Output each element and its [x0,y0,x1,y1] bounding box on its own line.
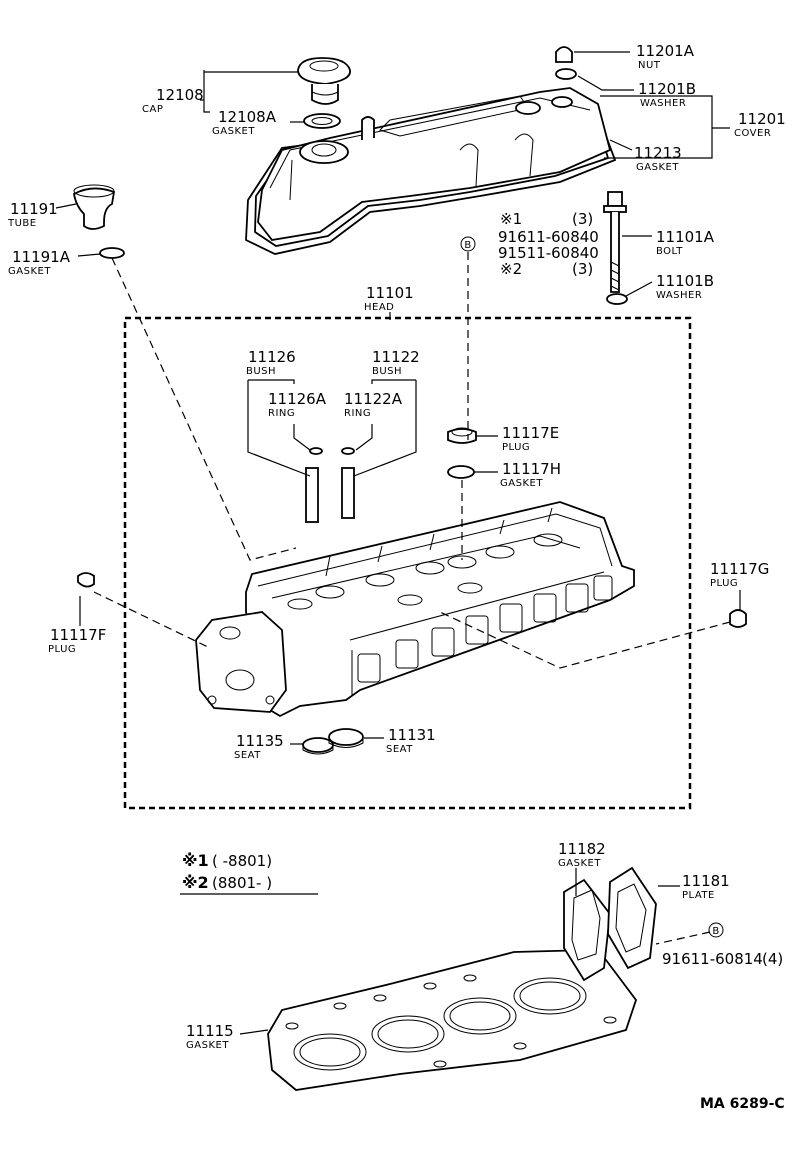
part-name-bolt: BOLT [656,246,683,257]
part-number-12108: 12108 [156,86,204,104]
ref-circle-b-plate: B [708,922,724,938]
stud-qty-1: (3) [572,210,593,228]
cover-washer [555,68,577,80]
stud-part-number-2: 91511-60840 [498,244,599,262]
figure-reference: MA 6289-C [700,1096,785,1112]
part-name-gasket: GASKET [8,266,51,277]
part-name-bush: BUSH [246,366,276,377]
stud-mark-2: ※2 [500,260,522,278]
head-gasket [267,949,638,1091]
bolt-washer [606,293,628,305]
plate-bolt-qty: (4) [762,950,783,968]
part-number-11117h: 11117H [502,460,561,478]
tube-gasket [99,247,125,259]
part-name-plug: PLUG [710,578,738,589]
head-bolt [603,191,627,293]
ref-b-label: B [712,926,719,937]
ref-b-label: B [464,240,471,251]
part-number-11122: 11122 [372,348,420,366]
stud-mark-1: ※1 [500,210,522,228]
cap [297,57,351,105]
part-number-11201b: 11201B [638,80,696,98]
part-name-ring: RING [344,408,371,419]
part-name-bush: BUSH [372,366,402,377]
part-name-seat: SEAT [386,744,413,755]
part-number-11191a: 11191A [12,248,71,266]
part-name-plate: PLATE [682,890,715,901]
plug-11117f [77,572,95,588]
snap-ring-right [341,447,355,455]
part-number-11122a: 11122A [344,390,403,408]
part-name-cap: CAP [142,104,163,115]
cap-gasket [303,113,341,129]
part-number-11101b: 11101B [656,272,714,290]
part-name-nut: NUT [638,60,661,71]
part-number-11101: 11101 [366,284,414,302]
part-name-washer: WASHER [640,98,686,109]
part-number-11126a: 11126A [268,390,327,408]
oil-filler-tube [73,184,116,230]
part-number-11131: 11131 [388,726,436,744]
part-name-plug: PLUG [48,644,76,655]
part-name-plug: PLUG [502,442,530,453]
part-number-11126: 11126 [248,348,296,366]
head-water-outlet [195,611,287,713]
note-mark-2: ※2 [182,873,209,892]
cylinder-head [245,501,635,718]
part-name-head: HEAD [364,302,394,313]
note-text-1: ( -8801) [212,852,272,870]
plug-11117e [447,427,477,444]
plate-gasket [563,878,611,982]
part-number-11117g: 11117G [710,560,769,578]
cover-nut [555,46,573,63]
part-name-gasket: GASKET [636,162,679,173]
part-number-11191: 11191 [10,200,58,218]
plate-bolt-part-number: 91611-60814 [662,950,763,968]
part-name-washer: WASHER [656,290,702,301]
part-number-11181: 11181 [682,872,730,890]
part-name-tube: TUBE [7,218,37,229]
part-number-11213: 11213 [634,144,682,162]
leader-lines [55,51,741,1035]
part-number-11117f: 11117F [50,626,106,644]
part-number-11182: 11182 [558,840,606,858]
cover-plate [607,866,657,970]
part-number-11201: 11201 [738,110,786,128]
part-name-gasket: GASKET [558,858,601,869]
stud-part-number-1: 91611-60840 [498,228,599,246]
part-name-gasket: GASKET [212,126,255,137]
part-number-11201a: 11201A [636,42,695,60]
part-name-cover: COVER [734,128,771,139]
valve-guide-bush-left [305,467,319,523]
head-assembly-frame [123,316,692,810]
valve-guide-bush-right [341,467,355,519]
part-name-gasket: GASKET [186,1040,229,1051]
note-text-2: (8801- ) [212,874,272,892]
part-name-seat: SEAT [234,750,261,761]
plug-11117g [729,609,747,628]
stud-qty-2: (3) [572,260,593,278]
part-name-gasket: GASKET [500,478,543,489]
snap-ring-left [309,447,323,455]
part-number-11115: 11115 [186,1022,234,1040]
note-mark-1: ※1 [182,851,209,870]
part-number-11135: 11135 [236,732,284,750]
cylinder-head-cover [245,87,617,255]
ref-circle-b-stud: B [460,236,476,252]
plug-gasket-11117h [447,465,475,479]
part-name-ring: RING [268,408,295,419]
part-number-12108a: 12108A [218,108,277,126]
part-number-11101a: 11101A [656,228,715,246]
part-number-11117e: 11117E [502,424,559,442]
valve-seat-11131 [328,728,364,748]
dashed-assembly-lines [93,252,731,945]
